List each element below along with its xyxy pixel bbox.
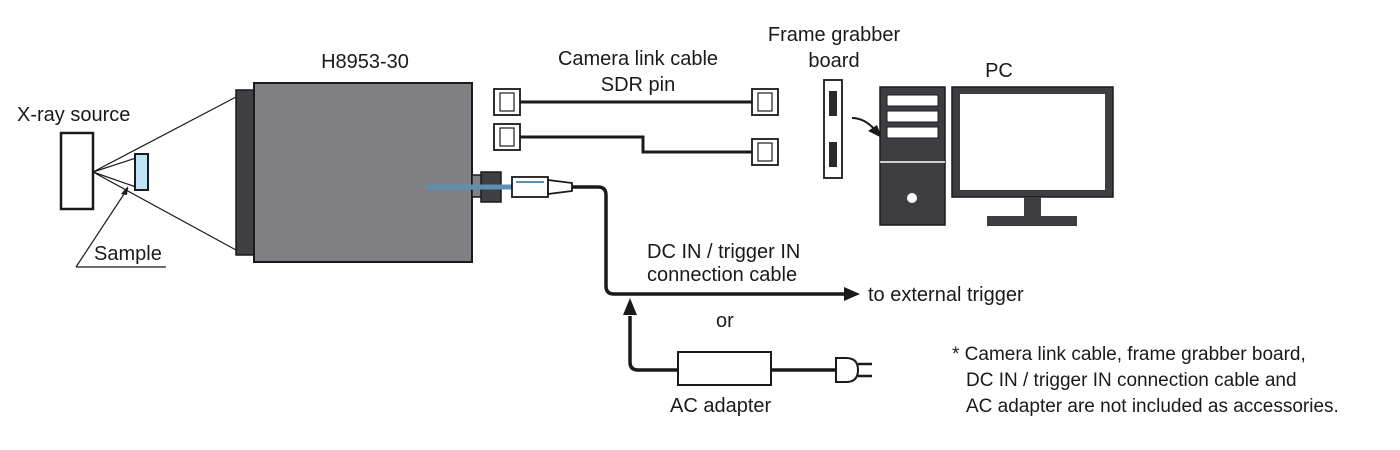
camera-link-cable-2 (493, 123, 779, 166)
frame-grabber-label-line1: Frame grabber (768, 24, 901, 46)
xray-source (59, 131, 95, 211)
ac-adapter-label: AC adapter (670, 395, 772, 417)
dc-cable-label-line2: connection cable (647, 264, 797, 286)
pc-label: PC (985, 60, 1013, 82)
ac-adapter-arrowhead (623, 298, 637, 315)
camera-link-cable-label-line1: Camera link cable (558, 48, 718, 70)
xray-beam (92, 96, 237, 251)
camera-link-cable-1 (493, 88, 779, 116)
ac-adapter (677, 351, 772, 386)
camera-model-label: H8953-30 (321, 51, 409, 73)
or-label: or (716, 310, 734, 332)
sample (134, 153, 149, 191)
footnote-line2: DC IN / trigger IN connection cable and (966, 370, 1297, 391)
dc-trigger-cable (572, 185, 846, 296)
frame-grabber-label-line2: board (808, 50, 859, 72)
dc-trigger-plug (511, 176, 573, 198)
footnote-line3: AC adapter are not included as accessori… (966, 396, 1339, 417)
install-arrowhead (868, 125, 882, 138)
dc-cable-label-line1: DC IN / trigger IN (647, 241, 800, 263)
frame-grabber-board (823, 79, 843, 179)
power-plug (835, 357, 872, 383)
ac-adapter-cable (628, 316, 836, 372)
sample-label: Sample (94, 243, 162, 265)
pc-tower (879, 86, 946, 226)
xray-source-label: X-ray source (17, 104, 130, 126)
sample-pointer-arrowhead (121, 186, 128, 195)
sample-leader (75, 187, 166, 268)
pc-monitor (951, 86, 1114, 226)
external-trigger-label: to external trigger (868, 284, 1024, 306)
external-trigger-arrowhead (844, 287, 860, 301)
footnote-line1: * Camera link cable, frame grabber board… (952, 344, 1306, 365)
camera-link-cable-label-line2: SDR pin (601, 74, 675, 96)
camera (235, 82, 512, 263)
